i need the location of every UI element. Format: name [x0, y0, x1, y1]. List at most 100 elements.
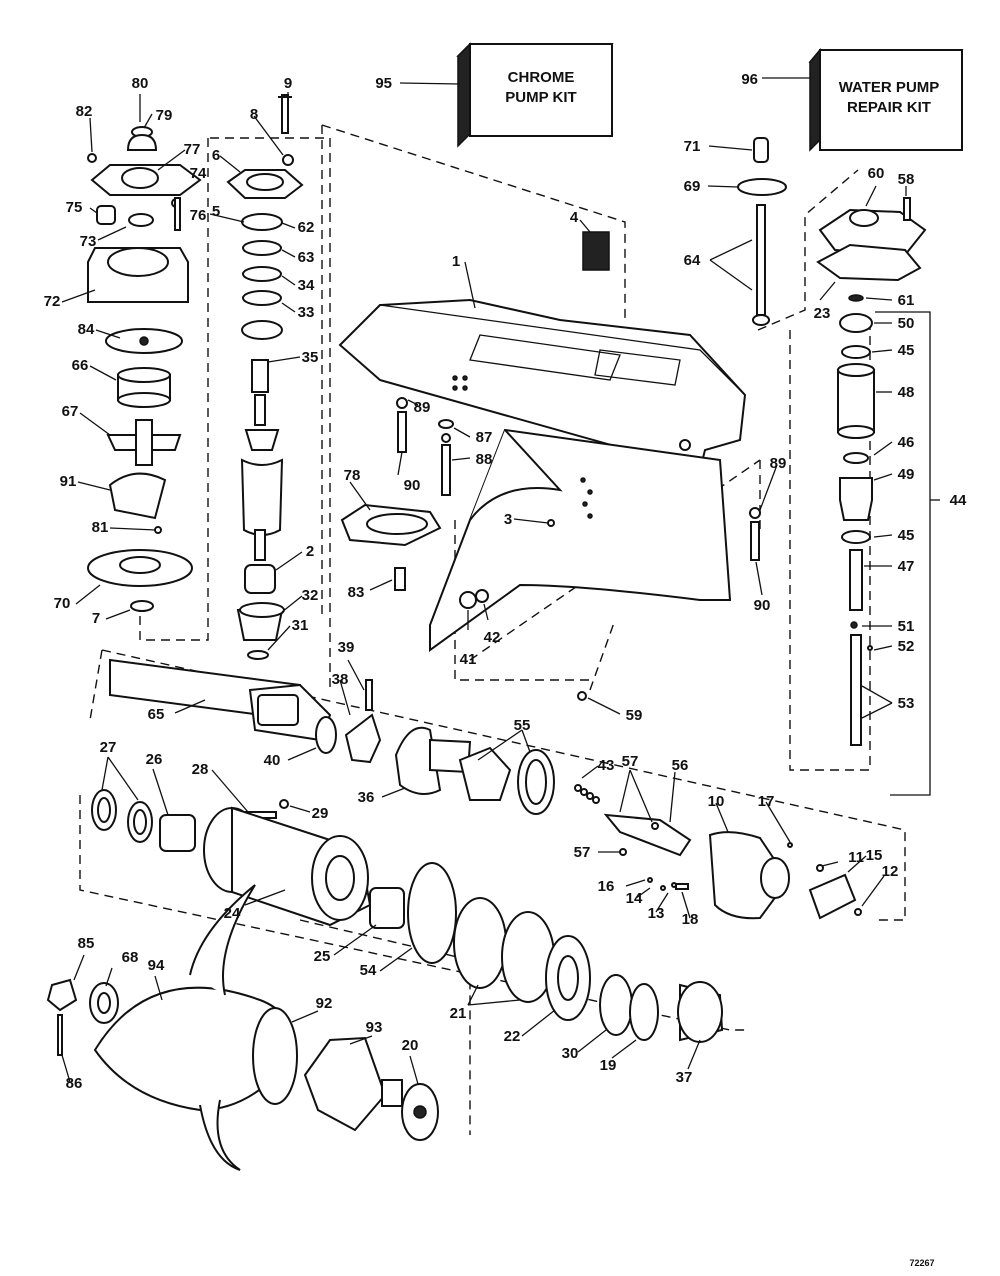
callout-24: 24: [224, 905, 241, 922]
gearcase-housing: [338, 298, 747, 652]
callout-numbers: 95 96 80 82 79 77 74 75 76 73 72 84 66 6…: [44, 71, 967, 1092]
callout-84: 84: [78, 321, 95, 338]
callout-31: 31: [292, 617, 309, 634]
chrome-pump-kit-box: CHROME PUMP KIT: [456, 42, 614, 148]
callout-12: 12: [882, 863, 899, 880]
callout-60: 60: [868, 165, 885, 182]
callout-59: 59: [626, 707, 643, 724]
callout-77: 77: [184, 141, 201, 158]
callout-67: 67: [62, 403, 79, 420]
callout-81: 81: [92, 519, 109, 536]
callout-94: 94: [148, 957, 165, 974]
callout-18: 18: [682, 911, 699, 928]
callout-41: 41: [460, 651, 477, 668]
callout-5: 5: [212, 203, 220, 220]
callout-90-right: 90: [754, 597, 771, 614]
callout-90-left: 90: [404, 477, 421, 494]
callout-55: 55: [514, 717, 531, 734]
callout-82: 82: [76, 103, 93, 120]
callout-64: 64: [684, 252, 701, 269]
callout-54: 54: [360, 962, 377, 979]
callout-11: 11: [848, 849, 864, 866]
callout-85: 85: [78, 935, 95, 952]
callout-32: 32: [302, 587, 319, 604]
propeller-group: [46, 884, 439, 1171]
chrome-kit-line1: CHROME: [508, 69, 575, 86]
callout-96: 96: [741, 71, 758, 88]
propshaft-and-gears: [109, 658, 862, 920]
callout-79: 79: [156, 107, 173, 124]
callout-42: 42: [484, 629, 501, 646]
callout-75: 75: [66, 199, 83, 216]
callout-44: 44: [950, 492, 967, 509]
callout-40: 40: [264, 752, 281, 769]
callout-89-right: 89: [770, 455, 787, 472]
callout-50: 50: [898, 315, 915, 332]
callout-51: 51: [898, 618, 915, 635]
callout-9: 9: [284, 75, 292, 92]
callout-78: 78: [344, 467, 361, 484]
callout-38: 38: [332, 671, 349, 688]
callout-69: 69: [684, 178, 701, 195]
bearing-carrier-row: [91, 789, 724, 1043]
callout-6: 6: [212, 147, 220, 164]
water-pump-repair-kit-box: WATER PUMP REPAIR KIT: [808, 47, 964, 152]
callout-1: 1: [452, 253, 460, 270]
figure-number: 72267: [909, 1258, 934, 1268]
callout-74: 74: [190, 165, 207, 182]
callout-52: 52: [898, 638, 915, 655]
callout-28: 28: [192, 761, 209, 778]
callout-95: 95: [375, 75, 392, 92]
callout-56: 56: [672, 757, 689, 774]
callout-19: 19: [600, 1057, 617, 1074]
callout-27: 27: [100, 739, 117, 756]
callout-57-top: 57: [622, 753, 639, 770]
leader-lines: [61, 77, 940, 1085]
callout-34: 34: [298, 277, 315, 294]
callout-89-left: 89: [414, 399, 431, 416]
callout-13: 13: [648, 905, 665, 922]
callout-61: 61: [898, 292, 915, 309]
callout-46: 46: [898, 434, 915, 451]
fasteners: [340, 397, 761, 701]
callout-3: 3: [504, 511, 512, 528]
callout-8: 8: [250, 106, 258, 123]
callout-21: 21: [450, 1005, 467, 1022]
callout-63: 63: [298, 249, 315, 266]
chrome-kit-line2: PUMP KIT: [505, 89, 576, 106]
driveshaft-stack: [226, 169, 304, 660]
callout-86: 86: [66, 1075, 83, 1092]
water-pump-housing-group: [87, 94, 294, 612]
callout-62: 62: [298, 219, 315, 236]
callout-45-bottom: 45: [898, 527, 915, 544]
callout-73: 73: [80, 233, 97, 250]
callout-48: 48: [898, 384, 915, 401]
callout-15: 15: [866, 847, 883, 864]
callout-58: 58: [898, 171, 915, 188]
callout-72: 72: [44, 293, 61, 310]
callout-20: 20: [402, 1037, 419, 1054]
callout-4: 4: [570, 209, 579, 226]
callout-91: 91: [60, 473, 77, 490]
water-kit-line2: REPAIR KIT: [847, 99, 931, 116]
callout-70: 70: [54, 595, 71, 612]
grommet: [582, 231, 610, 271]
callout-80: 80: [132, 75, 149, 92]
shift-rod-stack: [737, 137, 927, 746]
callout-26: 26: [146, 751, 163, 768]
callout-49: 49: [898, 466, 915, 483]
water-kit-line1: WATER PUMP: [839, 79, 940, 96]
callout-17: 17: [758, 793, 775, 810]
callout-92: 92: [316, 995, 333, 1012]
callout-30: 30: [562, 1045, 579, 1062]
callout-71: 71: [684, 138, 701, 155]
callout-53: 53: [898, 695, 915, 712]
callout-37: 37: [676, 1069, 693, 1086]
callout-88: 88: [476, 451, 493, 468]
callout-45-top: 45: [898, 342, 915, 359]
callout-83: 83: [348, 584, 365, 601]
callout-2: 2: [306, 543, 314, 560]
callout-47: 47: [898, 558, 915, 575]
callout-87: 87: [476, 429, 493, 446]
